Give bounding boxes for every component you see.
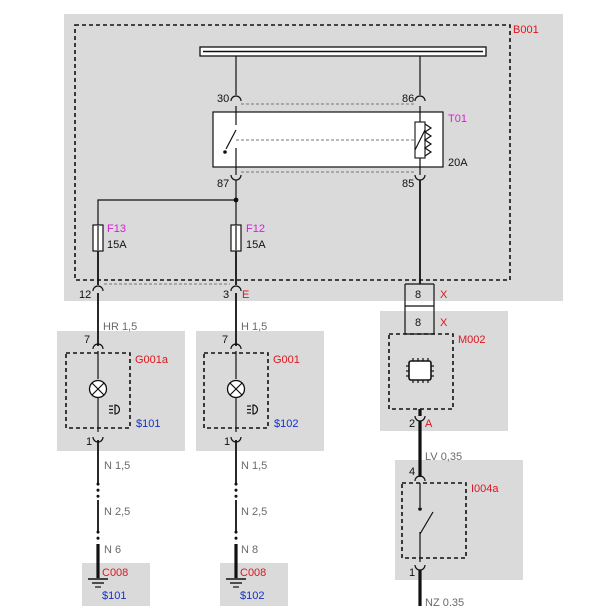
- switch-id: I004a: [471, 483, 499, 495]
- ecu-pin-letter: A: [425, 418, 433, 430]
- lamp-left-pin-7: 7: [84, 334, 90, 346]
- lamp-left-splice: $101: [136, 418, 160, 430]
- ecu-module: [388, 333, 454, 416]
- relay-rating: 20A: [448, 157, 468, 169]
- lamp-left-pin-1: 1: [86, 436, 92, 448]
- chip-icon: [406, 358, 434, 383]
- wire-ecu-to-switch: [414, 415, 426, 482]
- wire-left-label-3: N 6: [104, 544, 121, 556]
- headlamp-icon: [247, 404, 259, 415]
- busbar: [199, 46, 487, 57]
- switch-panel: [395, 460, 523, 580]
- ground-right-splice: $102: [240, 590, 264, 602]
- connector-8-bottom: 8: [415, 317, 421, 329]
- ecu-pin-2: 2: [409, 418, 415, 430]
- connector-8-top-letter: X: [440, 289, 448, 301]
- relay-pin-85: 85: [402, 178, 414, 190]
- wire-left-label-1: N 1,5: [104, 460, 130, 472]
- ground-right-panel: [220, 563, 288, 606]
- module-boundary: [74, 24, 511, 281]
- ground-symbol-right: [226, 578, 246, 588]
- wire-lv-label: LV 0,35: [425, 451, 462, 463]
- relay-pin-87: 87: [217, 178, 229, 190]
- fuse-f12-id: F12: [246, 223, 265, 235]
- fuse-f12: [230, 224, 242, 252]
- module-id: B001: [513, 24, 539, 36]
- ground-left-panel: [82, 563, 150, 606]
- connector-8-top: 8: [415, 289, 421, 301]
- switch-pin-4: 4: [409, 466, 415, 478]
- wire-h-label: H 1,5: [241, 321, 267, 333]
- wire-85-to-ecu: [404, 180, 435, 335]
- lamp-right-id: G001: [273, 354, 300, 366]
- ecu-panel: [380, 311, 508, 431]
- relay: [212, 56, 444, 181]
- headlamp-icon: [109, 404, 121, 415]
- ground-right-id: C008: [240, 567, 266, 579]
- relay-pin-86: 86: [402, 93, 414, 105]
- switch-pin-1: 1: [409, 567, 415, 579]
- ground-symbol-left: [88, 578, 108, 588]
- lamp-right: [203, 343, 269, 443]
- lamp-right-pin-1: 1: [224, 436, 230, 448]
- fuse-feed-wires: [97, 180, 239, 225]
- wire-right-label-2: N 2,5: [241, 506, 267, 518]
- fuse-f13: [92, 224, 104, 252]
- wire-right-label-1: N 1,5: [241, 460, 267, 472]
- connector-8-bottom-letter: X: [440, 317, 448, 329]
- ecu-id: M002: [458, 334, 486, 346]
- lamp-left: [65, 343, 131, 443]
- lamp-right-panel: [196, 331, 324, 451]
- wire-hr-label: HR 1,5: [103, 321, 137, 333]
- connector-12-3: [92, 283, 242, 292]
- lamp-left-id: G001a: [135, 354, 169, 366]
- lamp-right-pin-7: 7: [222, 334, 228, 346]
- relay-id: T01: [448, 113, 467, 125]
- ground-left-id: C008: [102, 567, 128, 579]
- connector-3-letter: E: [242, 289, 249, 301]
- fuse-f12-rating: 15A: [246, 239, 266, 251]
- fuse-f13-id: F13: [107, 223, 126, 235]
- connector-3-label: 3: [223, 289, 229, 301]
- switch: [401, 482, 467, 606]
- relay-pin-30: 30: [217, 93, 229, 105]
- connector-12-label: 12: [79, 289, 91, 301]
- wire-right-label-3: N 8: [241, 544, 258, 556]
- fuse-f13-rating: 15A: [107, 239, 127, 251]
- lamp-right-splice: $102: [274, 418, 298, 430]
- wire-nz-label: NZ 0,35: [425, 597, 464, 606]
- lamp-left-panel: [57, 331, 185, 451]
- ground-left-splice: $101: [102, 590, 126, 602]
- wire-left-label-2: N 2,5: [104, 506, 130, 518]
